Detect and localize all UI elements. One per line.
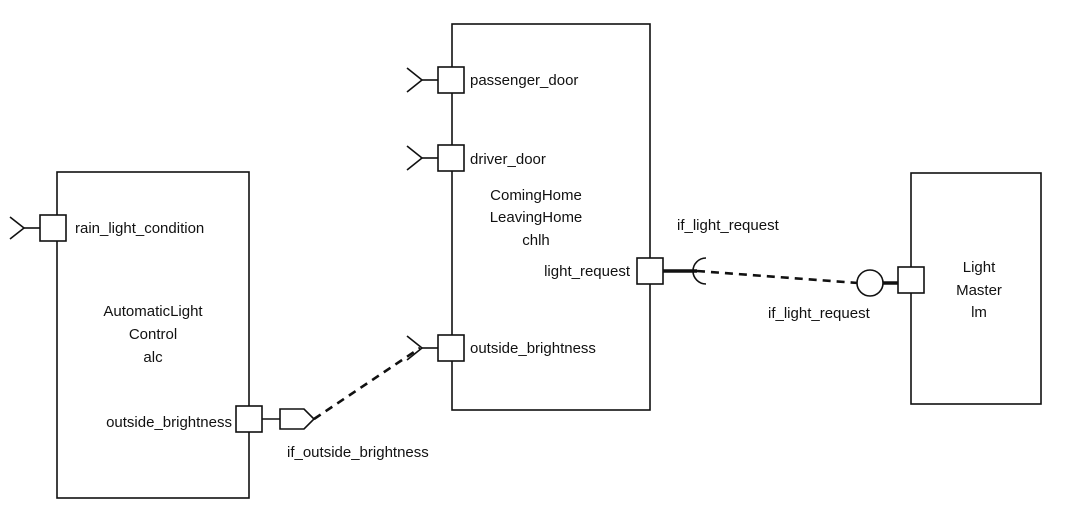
alc-name-line2: Control	[129, 326, 177, 343]
if-light-request-provided-label: if_light_request	[768, 305, 871, 322]
outside-brightness-connector[interactable]	[313, 346, 421, 421]
chlh-name-line1: ComingHome	[490, 187, 582, 204]
alc-component-box[interactable]	[56, 171, 250, 499]
alc-rain-light-condition-label: rain_light_condition	[75, 220, 204, 237]
chlh-instance-name: chlh	[522, 232, 550, 249]
lm-instance-name: lm	[971, 304, 987, 321]
alc-outside-brightness-port[interactable]	[235, 405, 316, 433]
alc-rain-light-condition-port[interactable]	[9, 214, 67, 242]
chlh-light-request-port[interactable]	[636, 257, 707, 285]
if-light-request-required-label: if_light_request	[677, 217, 780, 234]
lollipop-icon	[856, 269, 884, 297]
lm-component-box[interactable]	[910, 172, 1042, 405]
chlh-passenger-door-port[interactable]	[406, 66, 465, 94]
light-request-connector[interactable]	[696, 269, 859, 285]
chlh-name-line2: LeavingHome	[490, 209, 583, 226]
chlh-component-box[interactable]	[451, 23, 651, 411]
chlh-driver-door-label: driver_door	[470, 151, 546, 168]
lm-name-line1: Light	[963, 259, 996, 276]
alc-instance-name: alc	[143, 349, 163, 366]
if-outside-brightness-label: if_outside_brightness	[287, 444, 429, 461]
chlh-outside-brightness-label: outside_brightness	[470, 340, 596, 357]
alc-name-line1: AutomaticLight	[103, 303, 203, 320]
chlh-driver-door-port[interactable]	[406, 144, 465, 172]
chlh-passenger-door-label: passenger_door	[470, 72, 578, 89]
chlh-light-request-label: light_request	[544, 263, 631, 280]
chlh-outside-brightness-port[interactable]	[406, 334, 465, 362]
alc-outside-brightness-label: outside_brightness	[106, 414, 232, 431]
lm-light-request-port[interactable]	[856, 266, 925, 297]
lm-name-line2: Master	[956, 282, 1002, 299]
